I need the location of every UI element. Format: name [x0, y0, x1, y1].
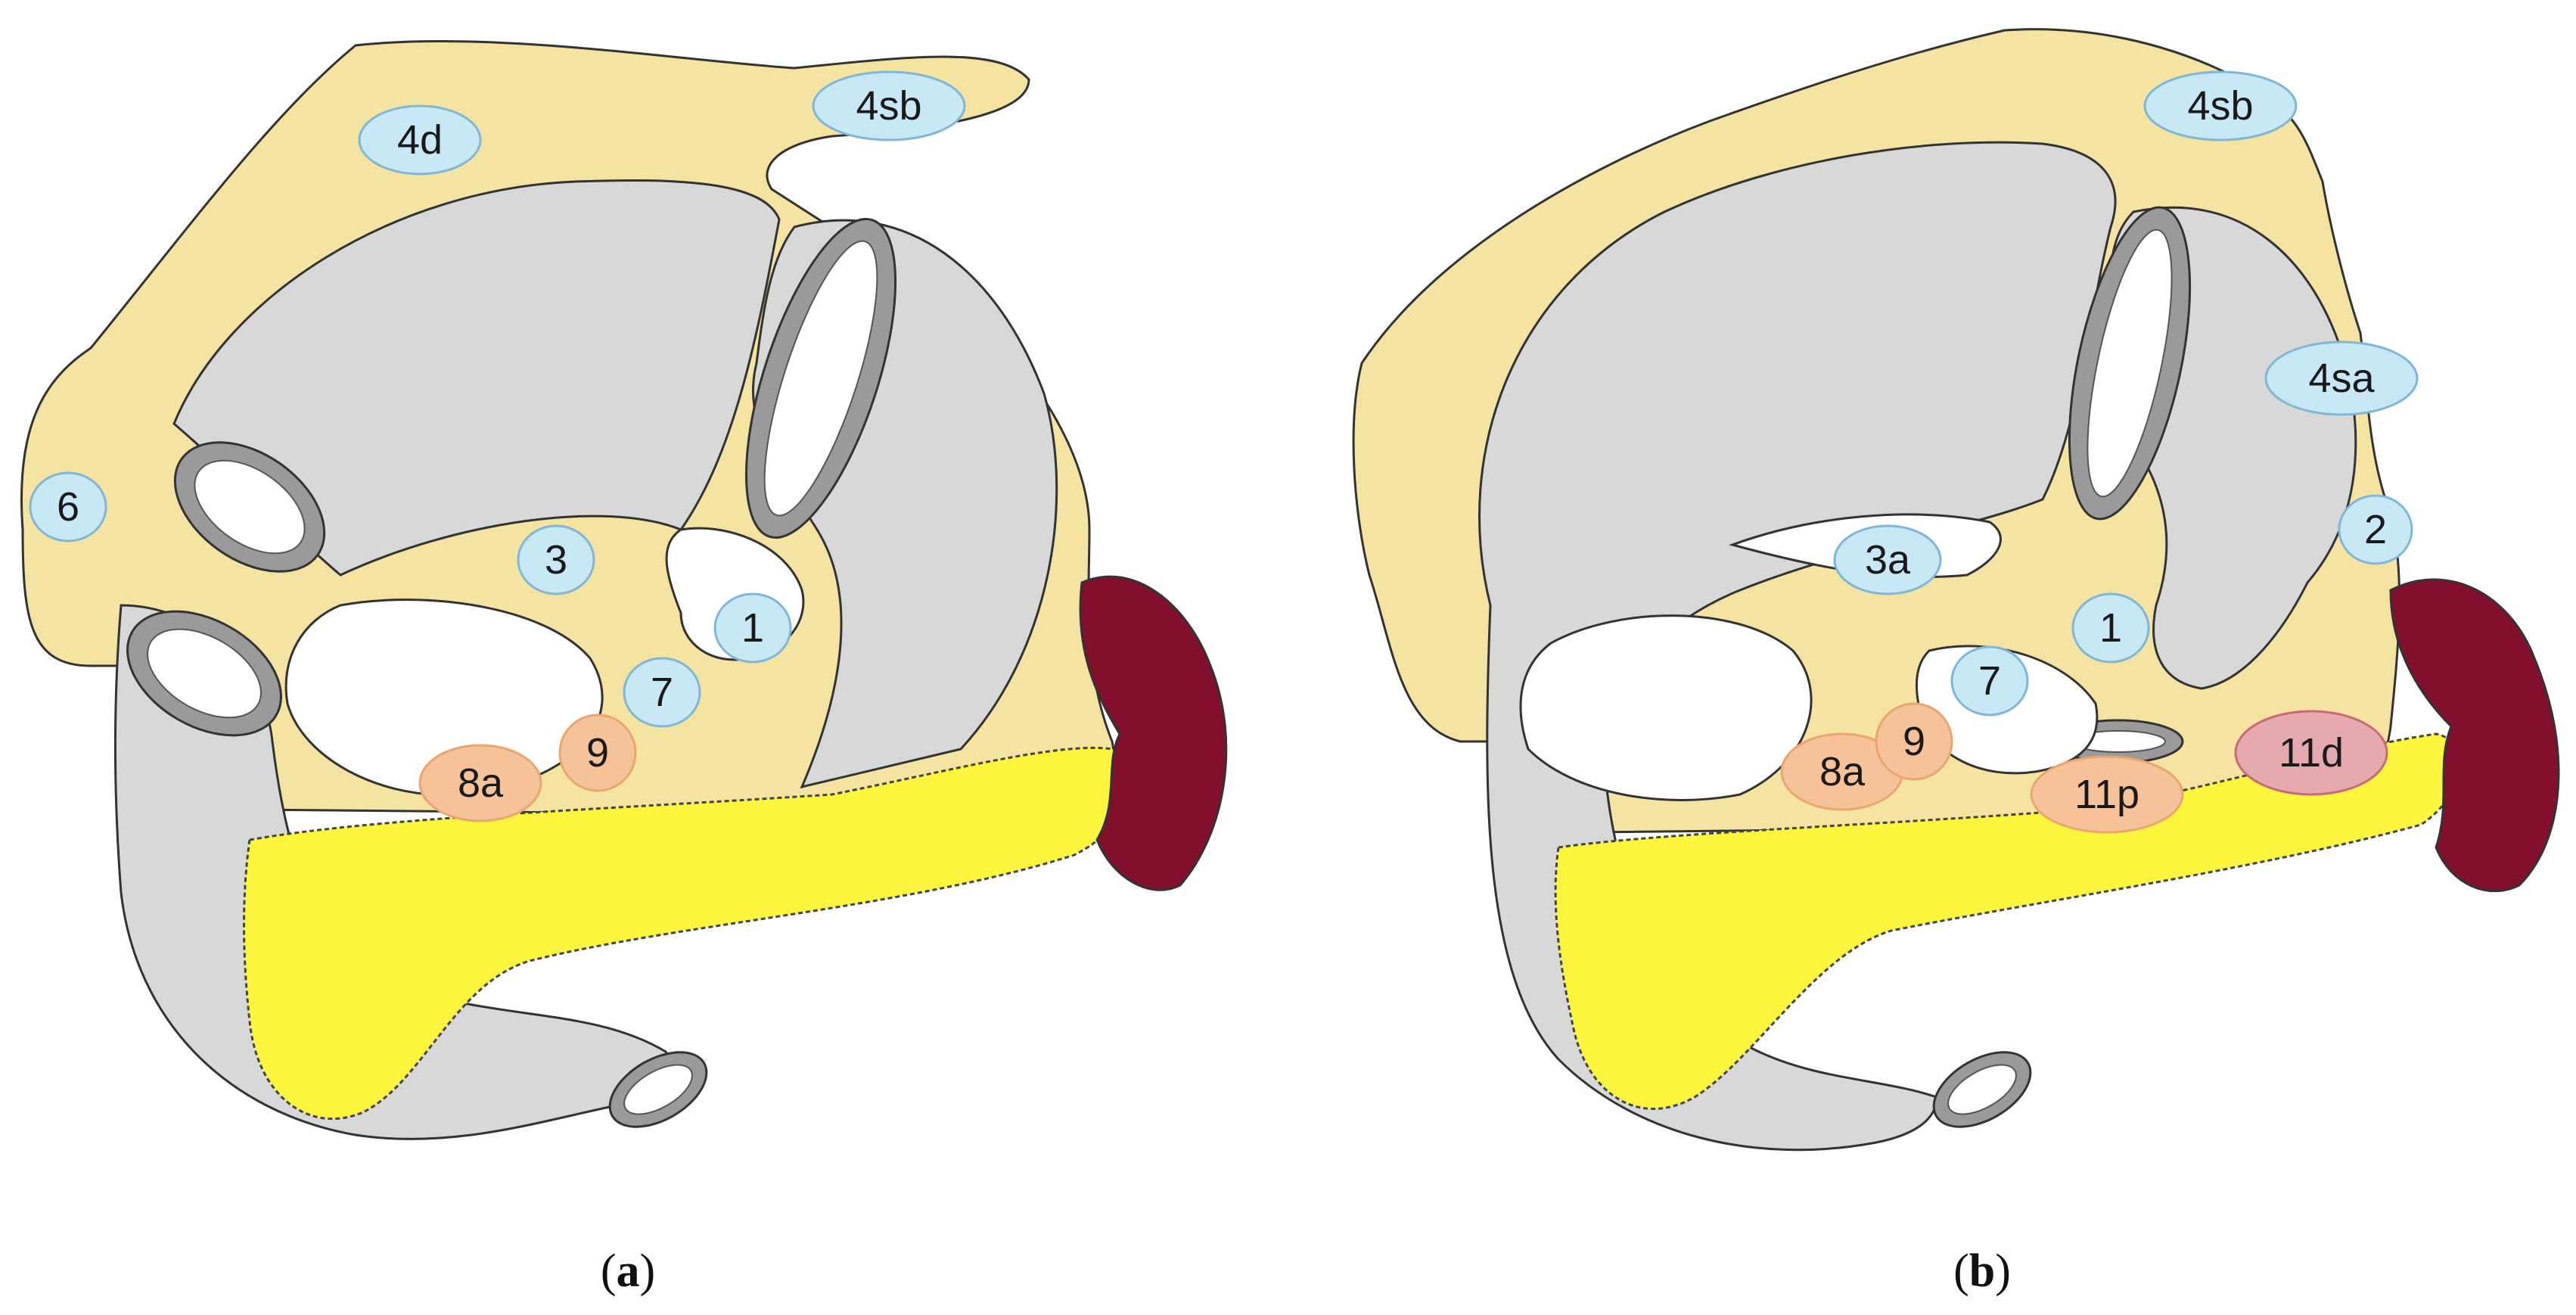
- node-3: 3: [518, 526, 594, 594]
- node-label: 4sb: [2187, 83, 2253, 129]
- caption-b: (b): [1953, 1245, 2011, 1297]
- node-4sb: 4sb: [2145, 72, 2296, 140]
- node-label: 6: [57, 484, 79, 530]
- panel-b-diagram: 4sb 4sa 2 3a 1 7 8a 9 11p 11d (b): [1286, 0, 2576, 1315]
- node-6: 6: [30, 473, 106, 541]
- node-label: 7: [1978, 658, 2001, 704]
- lumen-ring-3: [1921, 1037, 2043, 1142]
- node-label: 9: [586, 730, 609, 776]
- node-label: 11p: [2074, 772, 2139, 817]
- node-label: 1: [2099, 605, 2122, 651]
- node-11p: 11p: [2031, 757, 2183, 832]
- node-9: 9: [1876, 704, 1952, 779]
- panel-a: 4d 4sb 6 3 1 7 8a 9 (a): [0, 0, 1286, 1315]
- node-8a: 8a: [420, 745, 541, 821]
- node-label: 9: [1903, 719, 1925, 764]
- node-label: 8a: [458, 760, 504, 806]
- lesser-sac-opening: [1521, 616, 1811, 801]
- node-label: 7: [651, 670, 673, 715]
- node-label: 11d: [2279, 730, 2344, 776]
- node-4sb: 4sb: [813, 72, 965, 140]
- node-label: 4sa: [2308, 356, 2375, 401]
- caption-a: (a): [601, 1245, 655, 1297]
- caption-letter: b: [1969, 1245, 1995, 1297]
- node-3a: 3a: [1835, 526, 1941, 594]
- node-4sa: 4sa: [2266, 342, 2417, 415]
- node-4d: 4d: [359, 106, 480, 174]
- node-1: 1: [2073, 594, 2149, 662]
- node-label: 1: [741, 605, 764, 651]
- node-7: 7: [1952, 647, 2028, 715]
- node-label: 3: [545, 537, 567, 583]
- panel-b: 4sb 4sa 2 3a 1 7 8a 9 11p 11d (b): [1286, 0, 2576, 1315]
- node-11d: 11d: [2236, 711, 2387, 794]
- node-label: 8a: [1819, 749, 1866, 794]
- caption-letter: a: [617, 1245, 640, 1297]
- panel-a-diagram: 4d 4sb 6 3 1 7 8a 9 (a): [0, 0, 1286, 1315]
- node-label: 4d: [397, 117, 443, 163]
- node-2: 2: [2339, 496, 2412, 564]
- node-label: 4sb: [856, 83, 921, 129]
- node-9: 9: [560, 715, 635, 791]
- node-7: 7: [624, 658, 700, 726]
- node-label: 2: [2364, 507, 2387, 552]
- spleen: [2391, 580, 2559, 891]
- node-label: 3a: [1865, 537, 1911, 583]
- node-1: 1: [715, 594, 791, 662]
